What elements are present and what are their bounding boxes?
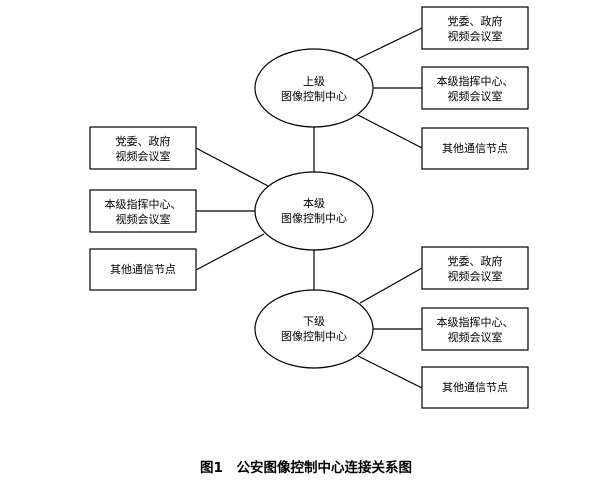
hub-upper-control-center: 上级 图像控制中心 [254,48,374,128]
box-lower-other-nodes: 其他通信节点 [421,366,529,409]
box-local-3-line-1: 其他通信节点 [110,263,176,276]
figure-caption: 图1 公安图像控制中心连接关系图 [200,460,412,476]
box-local-party-government-room: 党委、政府 视频会议室 [89,126,197,170]
hub-upper-line-2: 图像控制中心 [281,89,347,103]
link-lower-to-box-3 [357,355,423,389]
link-lower-to-box-1 [359,267,423,304]
hub-local-control-center: 本级 图像控制中心 [254,171,374,251]
hub-local-line-2: 图像控制中心 [281,211,347,225]
link-upper-to-box-1 [342,27,423,67]
link-local-to-box-3 [195,233,265,271]
box-lower-1-line-1: 党委、政府 [448,254,503,268]
box-upper-1-line-2: 视频会议室 [448,29,503,43]
box-lower-1-line-2: 视频会议室 [448,269,503,283]
box-local-2-line-1: 本级指挥中心、 [105,197,182,211]
hub-lower-line-1: 下级 [303,315,325,328]
box-local-1-line-1: 党委、政府 [116,134,171,148]
box-upper-other-nodes: 其他通信节点 [421,127,529,170]
box-local-2-line-2: 视频会议室 [116,212,171,226]
box-upper-party-government-room: 党委、政府 视频会议室 [421,6,529,50]
box-upper-3-line-1: 其他通信节点 [442,142,508,155]
box-lower-2-line-2: 视频会议室 [448,330,503,344]
hub-local-line-1: 本级 [303,196,325,210]
box-local-command-center-room: 本级指挥中心、 视频会议室 [89,189,197,233]
box-upper-1-line-1: 党委、政府 [448,14,503,28]
box-lower-command-center-room: 本级指挥中心、 视频会议室 [421,307,529,351]
hub-upper-line-1: 上级 [303,75,325,88]
box-lower-3-line-1: 其他通信节点 [442,381,508,394]
box-lower-party-government-room: 党委、政府 视频会议室 [421,246,529,290]
box-upper-command-center-room: 本级指挥中心、 视频会议室 [421,66,529,110]
box-local-other-nodes: 其他通信节点 [89,248,197,291]
hub-lower-control-center: 下级 图像控制中心 [254,289,374,369]
link-local-to-box-1 [195,147,269,187]
hub-lower-line-2: 图像控制中心 [281,329,347,343]
box-upper-2-line-1: 本级指挥中心、 [437,74,514,88]
link-upper-to-box-3 [355,113,423,149]
box-upper-2-line-2: 视频会议室 [448,89,503,103]
box-lower-2-line-1: 本级指挥中心、 [437,315,514,329]
box-local-1-line-2: 视频会议室 [116,149,171,163]
